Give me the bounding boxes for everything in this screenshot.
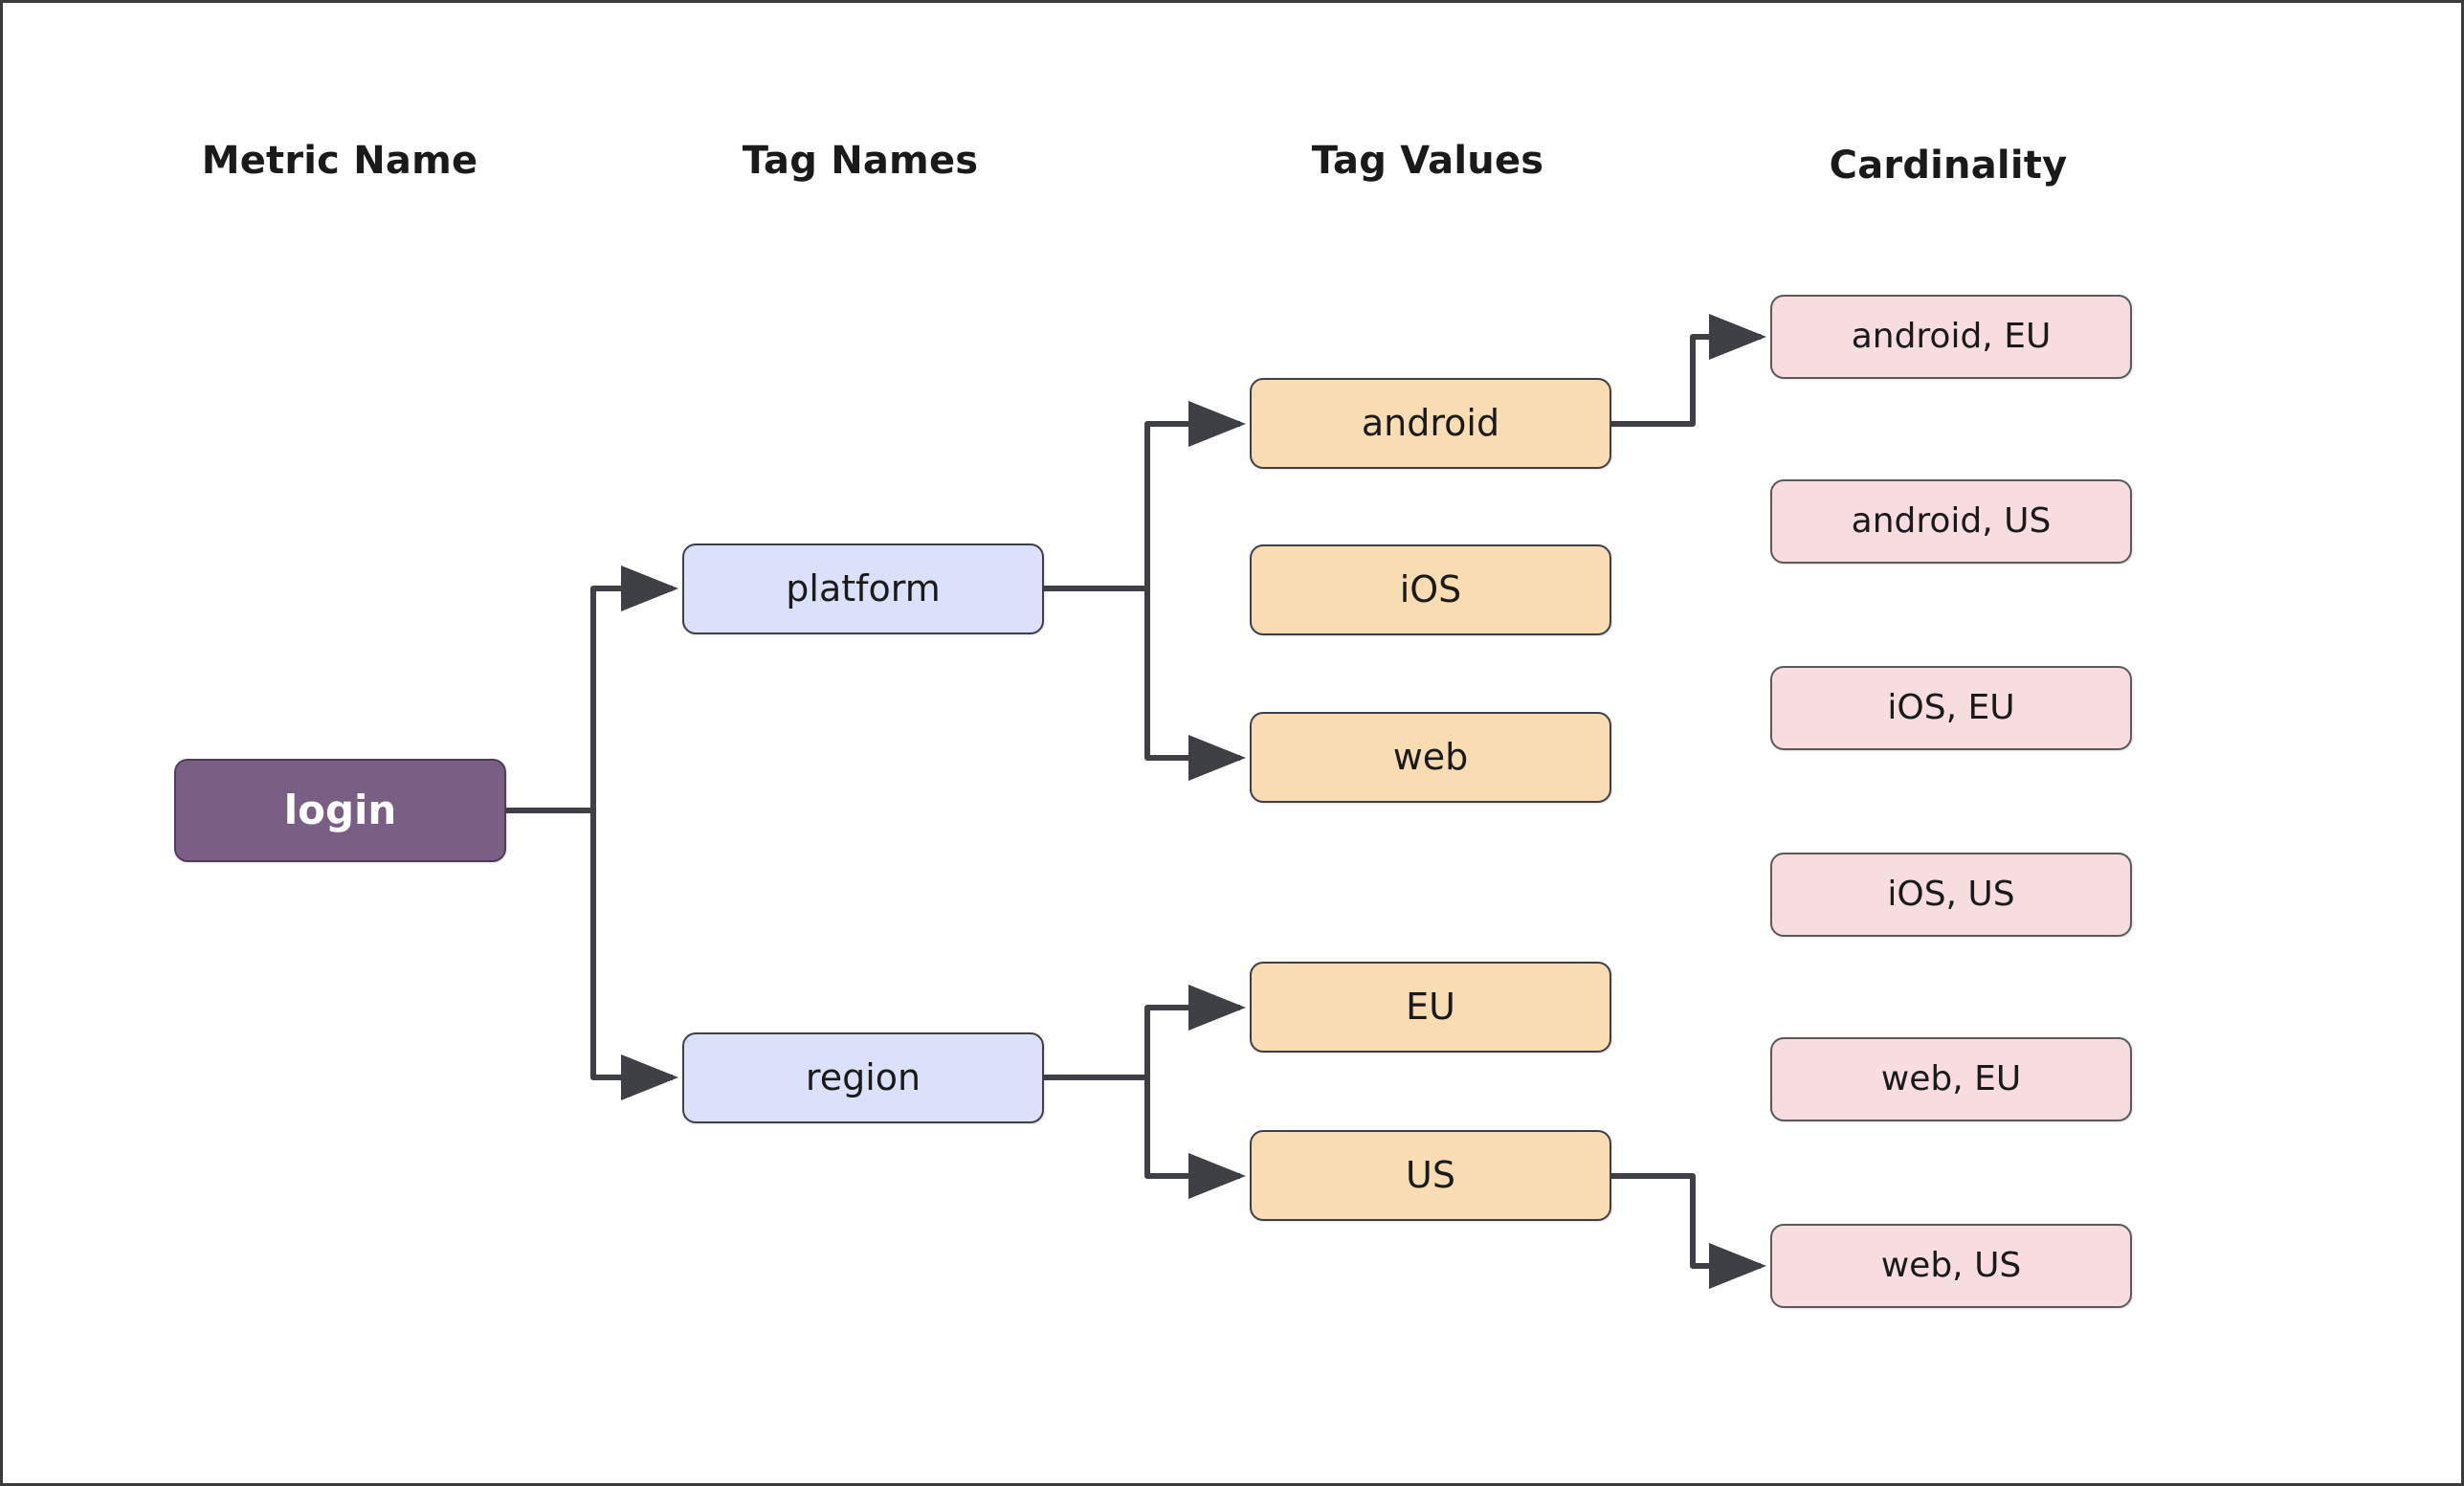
node-cardinality-web-us[interactable]: web, US	[1770, 1224, 2132, 1308]
edge-platform-to-web	[1044, 586, 1246, 781]
node-tagvalue-ios[interactable]: iOS	[1250, 544, 1611, 635]
edge-platform-to-android	[1044, 401, 1246, 591]
node-tagvalue-web[interactable]: web	[1250, 712, 1611, 803]
edge-region-to-us	[1044, 1075, 1246, 1199]
column-header-tag-values: Tag Values	[1311, 139, 1544, 183]
node-metric-login[interactable]: login	[174, 759, 506, 862]
node-cardinality-android-eu[interactable]: android, EU	[1770, 295, 2132, 379]
column-header-tag-names: Tag Names	[742, 139, 979, 183]
node-tagvalue-us[interactable]: US	[1250, 1130, 1611, 1221]
edge-login-to-region	[506, 808, 678, 1100]
node-tagvalue-android[interactable]: android	[1250, 378, 1611, 469]
node-tagname-platform[interactable]: platform	[682, 543, 1044, 634]
node-cardinality-ios-eu[interactable]: iOS, EU	[1770, 666, 2132, 750]
edge-us-to-web-us	[1611, 1173, 1766, 1289]
node-cardinality-android-us[interactable]: android, US	[1770, 479, 2132, 564]
node-tagname-region[interactable]: region	[682, 1032, 1044, 1123]
node-tagvalue-eu[interactable]: EU	[1250, 962, 1611, 1053]
edge-region-to-eu	[1044, 985, 1246, 1080]
edge-android-to-android-eu	[1611, 314, 1766, 427]
column-header-metric-name: Metric Name	[201, 139, 478, 183]
edge-login-to-platform	[506, 566, 678, 813]
node-cardinality-web-eu[interactable]: web, EU	[1770, 1037, 2132, 1121]
node-cardinality-ios-us[interactable]: iOS, US	[1770, 853, 2132, 937]
column-header-cardinality: Cardinality	[1829, 144, 2068, 188]
